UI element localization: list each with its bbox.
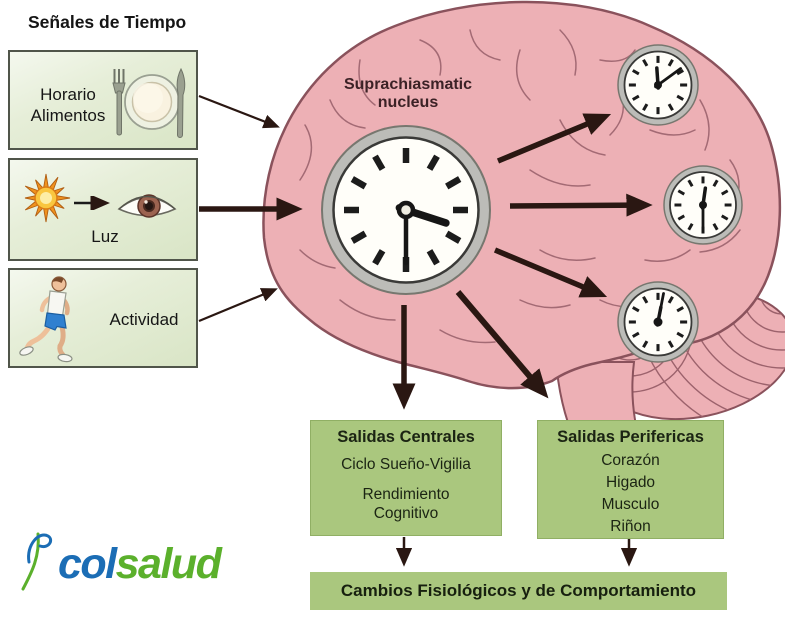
scn-label-line1: Suprachiasmatic — [343, 76, 473, 93]
central-output-item: Ciclo Sueño-Vigilia — [341, 456, 471, 473]
central-outputs-box: Salidas Centrales Ciclo Sueño-Vigilia Re… — [310, 420, 502, 536]
luz-label: Luz — [91, 227, 119, 246]
peripheral-output-item: Higado — [605, 474, 656, 491]
input-box-actividad: Actividad — [8, 268, 198, 368]
peripheral-clock-2 — [663, 165, 743, 245]
peripheral-outputs-box: Salidas Perifericas Corazón Higado Muscu… — [537, 420, 724, 539]
scn-label-line2: nucleus — [377, 93, 439, 111]
actividad-label: Actividad — [109, 310, 179, 329]
arrow-scn-to-clock2 — [509, 193, 653, 217]
footer-bar: Cambios Fisiológicos y de Comportamiento — [310, 572, 727, 610]
colsalud-logo: colsalud — [16, 526, 222, 592]
arrow-scn-to-clock1 — [496, 113, 612, 164]
peripheral-clock-1 — [617, 44, 699, 126]
logo-text-col: col — [58, 540, 117, 588]
central-clock — [321, 125, 491, 295]
footer-bar-label: Cambios Fisiológicos y de Comportamiento — [340, 581, 697, 600]
peripheral-output-item: Musculo — [601, 496, 660, 513]
peripheral-outputs-title: Salidas Perifericas — [557, 428, 704, 446]
peripheral-clock-3 — [617, 281, 699, 363]
arrows — [198, 94, 653, 567]
suprachiasmatic-nucleus-label: Suprachiasmatic nucleus — [326, 76, 490, 111]
central-outputs-title: Salidas Centrales — [337, 428, 475, 446]
place-setting-icon — [112, 67, 186, 138]
colsalud-logo-icon — [21, 532, 53, 591]
arrow-scn-to-clock3 — [493, 247, 608, 298]
input-box-horario-alimentos: Horario Alimentos — [8, 50, 198, 150]
luz-arrow-icon — [74, 196, 110, 210]
sun-icon — [24, 173, 71, 223]
eye-icon — [117, 194, 177, 218]
page-title: Señales de Tiempo — [28, 12, 187, 32]
horario-alimentos-label: Horario Alimentos — [30, 85, 106, 126]
arrow-horario-to-brain — [198, 94, 280, 129]
peripheral-output-item: Corazón — [601, 452, 660, 469]
logo-text-salud: salud — [115, 540, 222, 588]
peripheral-output-item: Riñon — [610, 518, 651, 535]
arrow-brain-to-peripheral — [455, 290, 549, 399]
arrow-actividad-to-brain — [198, 288, 278, 323]
brain-sulci — [299, 29, 741, 344]
central-output-item: Rendimiento Cognitivo — [362, 486, 450, 522]
input-box-luz: Luz — [8, 158, 198, 261]
colsalud-wordmark: colsalud — [58, 540, 222, 592]
runner-icon — [19, 276, 73, 363]
